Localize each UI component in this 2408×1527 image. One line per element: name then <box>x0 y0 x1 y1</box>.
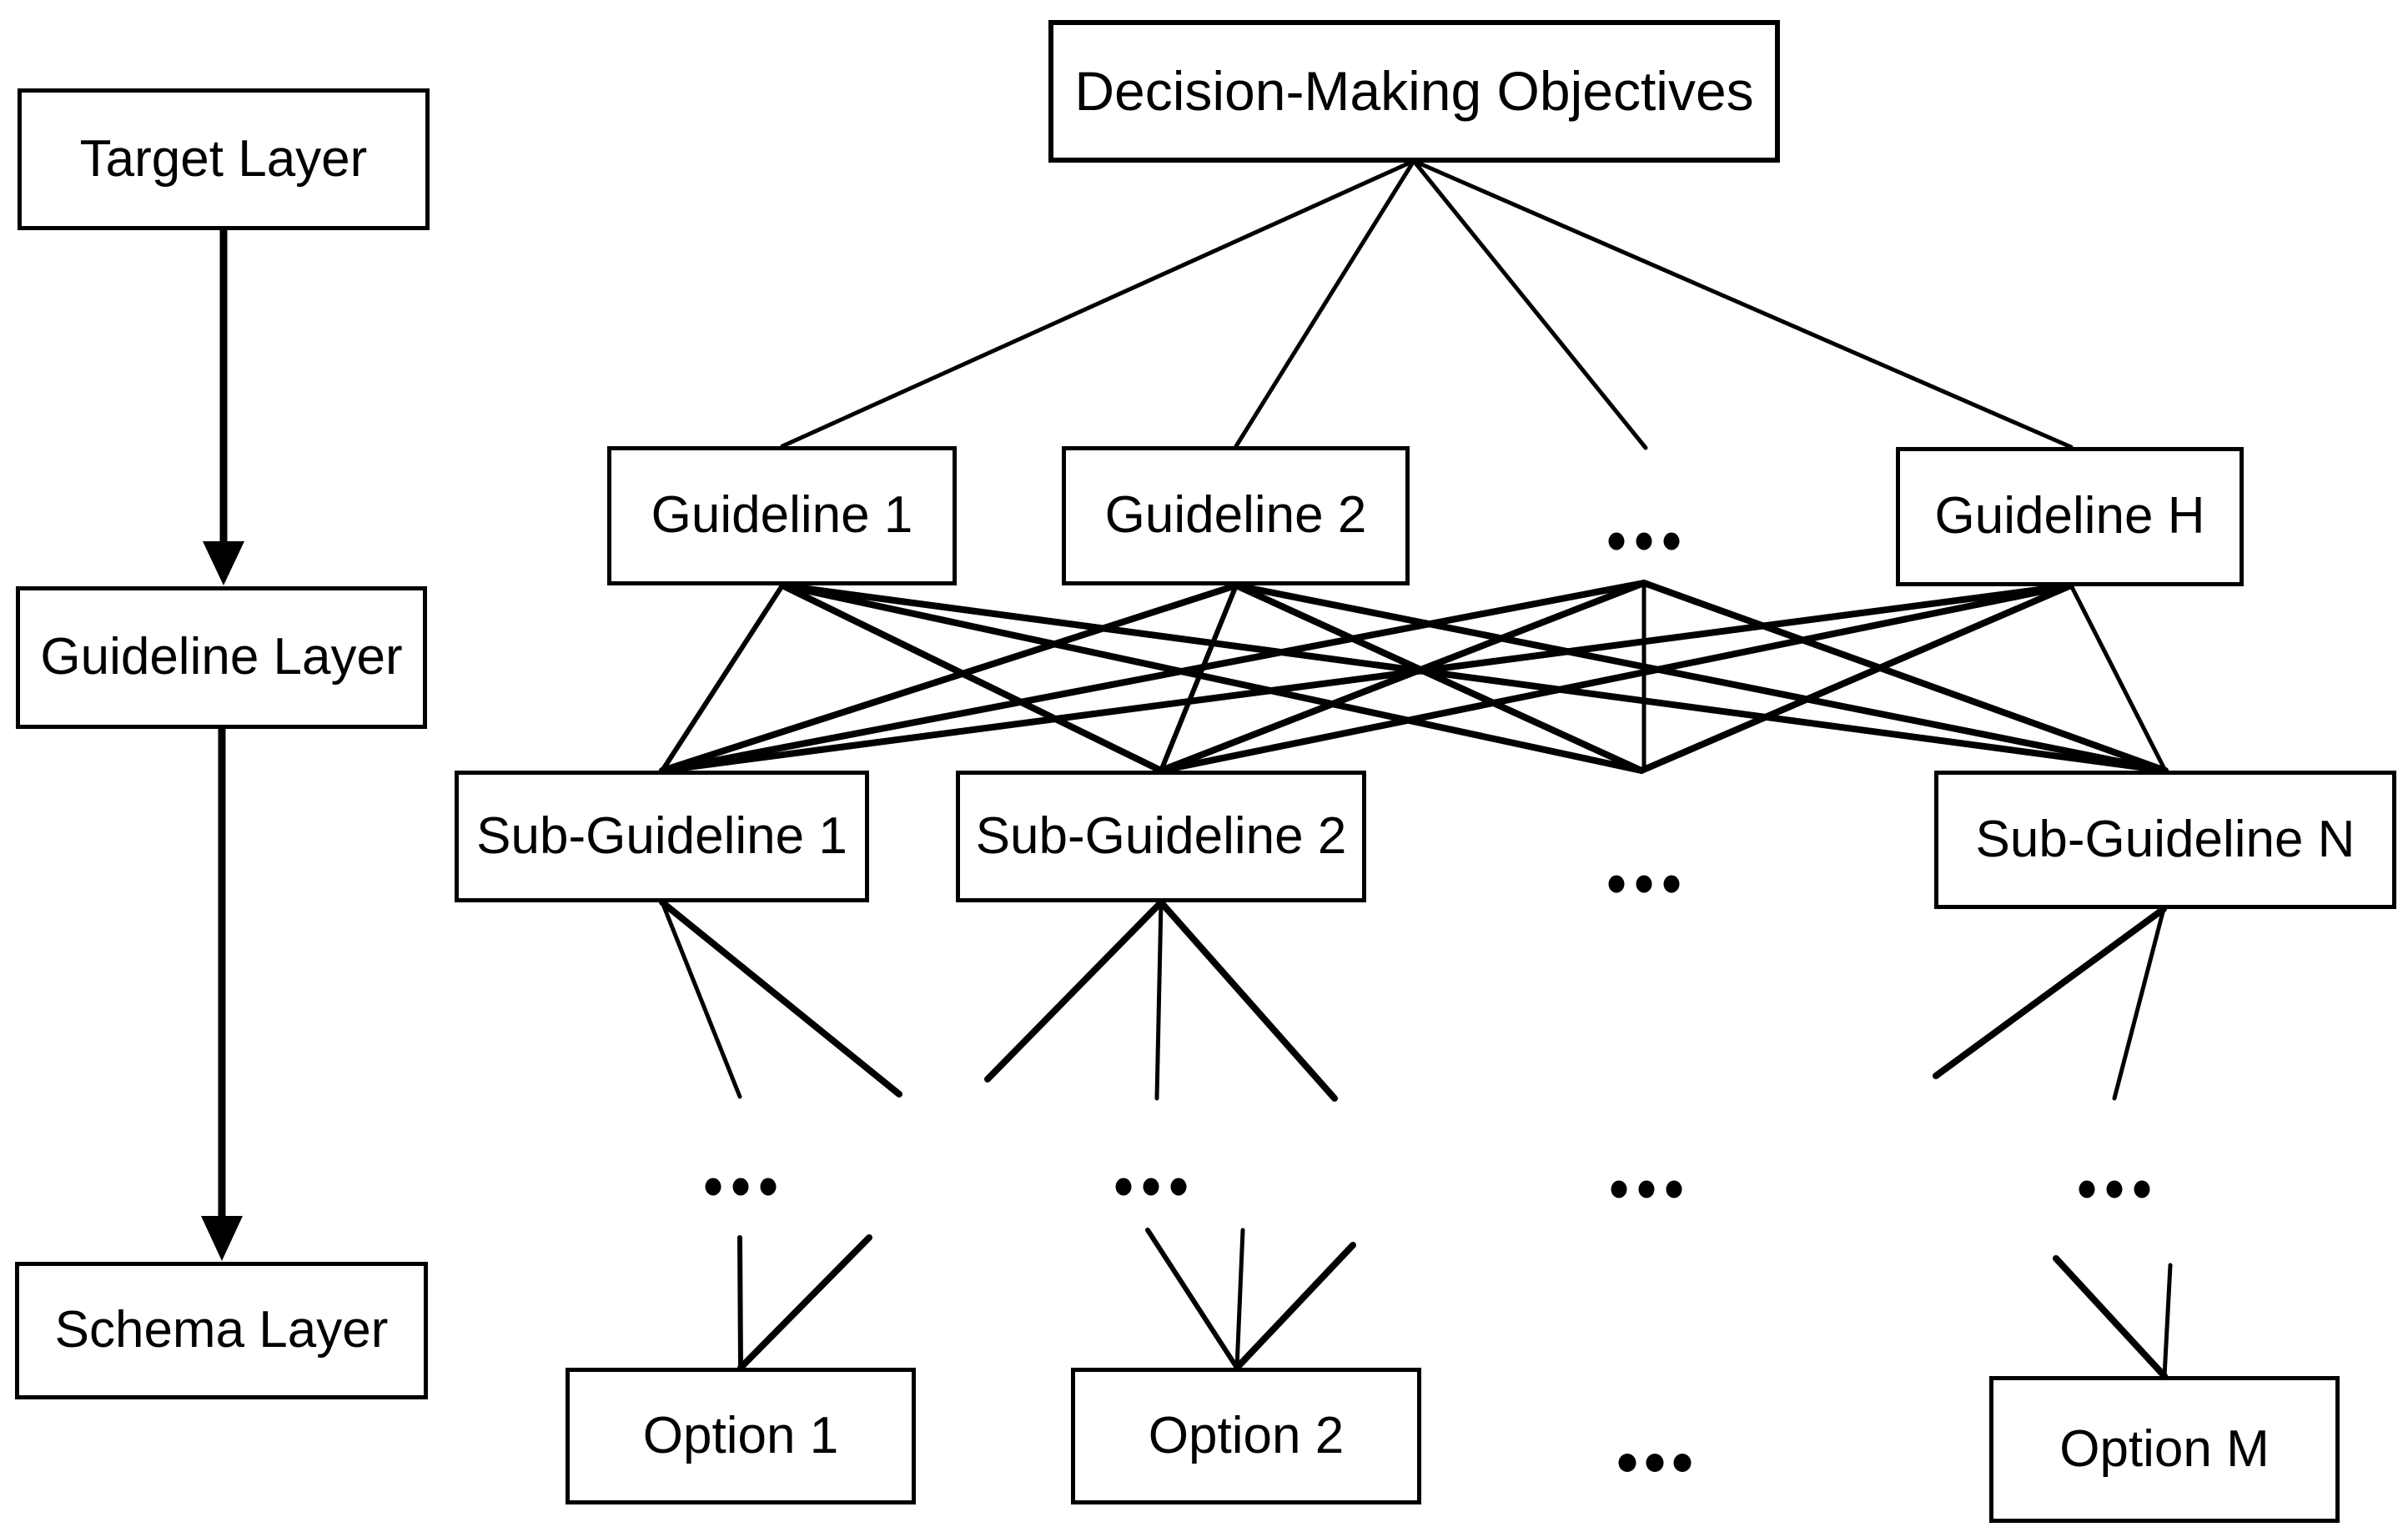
ellipsis-icon-gap-3 <box>1611 1180 1682 1198</box>
node-guideline-layer: Guideline Layer <box>16 586 427 729</box>
ellipsis-icon-gap-1 <box>705 1178 777 1196</box>
guidelines-to-subguidelines-lines <box>659 580 2169 774</box>
layer-flow-arrow-target-to-guideline <box>203 226 244 585</box>
layer-flow-arrow-guideline-to-schema <box>201 725 243 1261</box>
node-sub-guideline-1: Sub-Guideline 1 <box>455 771 869 902</box>
node-sub-guideline-2: Sub-Guideline 2 <box>956 771 1366 902</box>
ellipsis-icon-gap-4 <box>2079 1180 2150 1198</box>
node-target-layer: Target Layer <box>18 88 430 230</box>
node-guideline-2: Guideline 2 <box>1062 446 1410 585</box>
ellipsis-icon-subguideline-row <box>1608 875 1680 893</box>
node-sub-guideline-n: Sub-Guideline N <box>1934 771 2396 909</box>
subguideline-stub-lines <box>659 899 2167 1102</box>
node-guideline-1: Guideline 1 <box>607 446 957 585</box>
ellipsis-icon-option-row <box>1618 1454 1692 1472</box>
ellipsis-icon-guideline-row <box>1608 532 1680 550</box>
node-option-m: Option M <box>1989 1376 2340 1523</box>
ellipsis-icon-gap-2 <box>1115 1178 1187 1196</box>
option-stub-lines <box>737 1228 2173 1379</box>
node-option-2: Option 2 <box>1071 1368 1421 1504</box>
node-option-1: Option 1 <box>566 1368 916 1504</box>
node-decision-making-objectives: Decision-Making Objectives <box>1048 20 1780 163</box>
objectives-to-guidelines-lines <box>780 158 2074 450</box>
node-guideline-h: Guideline H <box>1896 447 2244 586</box>
node-schema-layer: Schema Layer <box>15 1262 428 1399</box>
